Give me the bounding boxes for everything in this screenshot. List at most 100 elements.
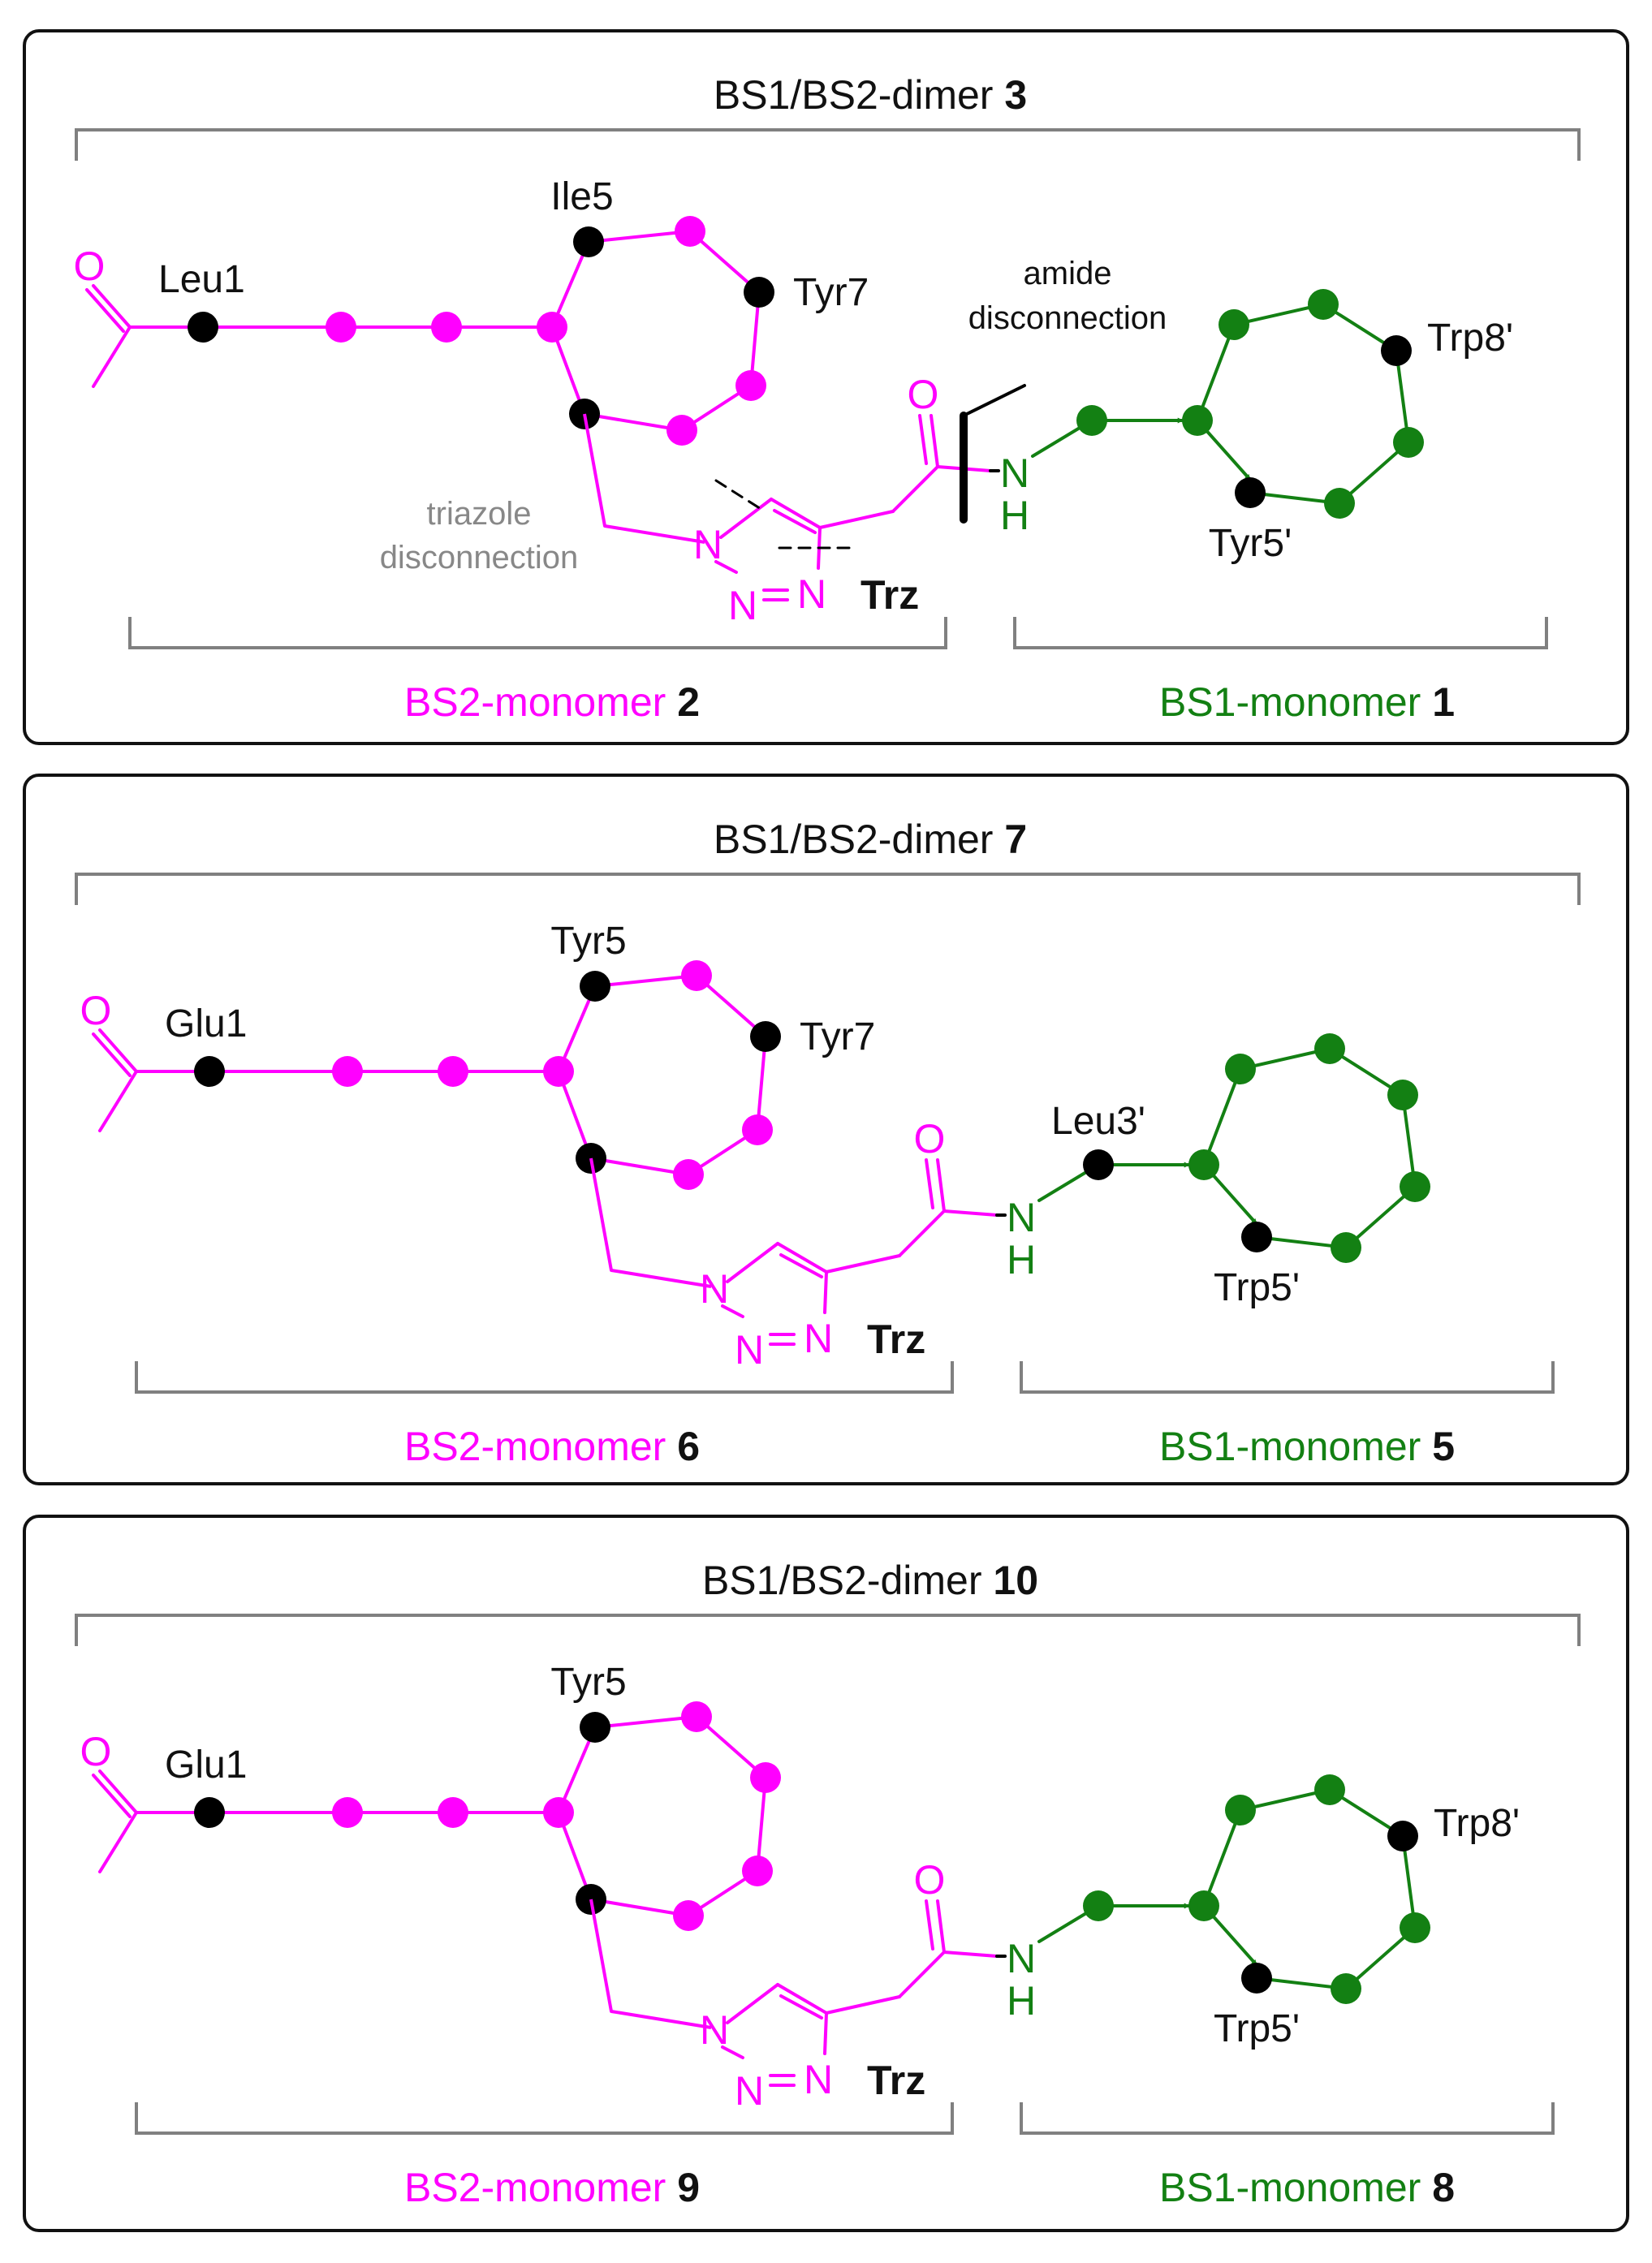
amide-bond <box>942 1950 999 1958</box>
ring-top-residue-dot <box>573 226 604 257</box>
residue-dot <box>673 1159 704 1190</box>
bs1-title-text: BS1-monomer <box>1159 679 1432 725</box>
bs1-top-right-residue-dot <box>1387 1080 1418 1110</box>
ring-bond <box>557 1811 593 1901</box>
residue-dot <box>332 1797 363 1828</box>
residue-dot <box>1225 1054 1256 1084</box>
triazole-bond <box>773 509 817 534</box>
amide-carbonyl-bond <box>930 414 939 468</box>
bs1-ring-bond <box>1202 1808 1242 1907</box>
dimer-title-number: 7 <box>1004 817 1027 862</box>
triazole-bond <box>776 1983 828 2015</box>
dimer-title-number: 10 <box>993 1558 1038 1603</box>
residue-dot <box>438 1056 468 1087</box>
ring-top-label: Ile5 <box>550 175 613 218</box>
bs2-title-text: BS2-monomer <box>404 1424 677 1469</box>
amide-carbonyl-bond <box>925 1158 934 1209</box>
amide-bond <box>942 1209 999 1217</box>
amide-n: N <box>1007 1936 1036 1981</box>
residue-dot <box>326 312 356 343</box>
ring-bond <box>550 325 586 416</box>
amide-h: H <box>1000 493 1029 538</box>
bs1-title: BS1-monomer 5 <box>1159 1424 1455 1469</box>
residue-dot <box>681 960 712 991</box>
dimer-title: BS1/BS2-dimer 3 <box>714 72 1027 118</box>
bs2-bracket <box>128 617 947 649</box>
oxygen-atom: O <box>80 988 112 1033</box>
triazole-bond <box>719 498 773 539</box>
residue-dot <box>735 370 766 401</box>
residue-dot <box>1393 427 1424 458</box>
bs2-bracket <box>135 2102 954 2135</box>
bs2-title-number: 2 <box>677 679 700 725</box>
n-term-residue-dot <box>188 312 218 343</box>
bs1-bracket <box>1020 1361 1555 1394</box>
bs2-title: BS2-monomer 2 <box>404 679 700 725</box>
amide-carbonyl-bond <box>936 1158 946 1213</box>
ring-bond <box>550 240 590 329</box>
carbonyl-bond <box>98 1028 138 1073</box>
residue-dot <box>537 312 567 343</box>
triazole-bond <box>721 1304 744 1318</box>
dimer-title-text: BS1/BS2-dimer <box>714 817 1004 862</box>
dimer-title: BS1/BS2-dimer 7 <box>714 817 1027 862</box>
bs1-first-label: Leu3' <box>1051 1100 1145 1143</box>
bs1-bottom-residue-dot <box>1241 1963 1272 1994</box>
panel-frame <box>23 29 1629 745</box>
residue-dot <box>1400 1171 1430 1202</box>
bs2-title-text: BS2-monomer <box>404 2165 677 2210</box>
bs1-title-text: BS1-monomer <box>1159 2165 1432 2210</box>
linker-bond <box>589 1899 712 2029</box>
dimer-bracket <box>75 128 1581 161</box>
dimer-title: BS1/BS2-dimer 10 <box>702 1558 1038 1603</box>
oxygen-atom: O <box>74 244 106 289</box>
bs1-title: BS1-monomer 8 <box>1159 2165 1455 2210</box>
triazole-bond <box>770 498 822 529</box>
bs1-top-right-residue-dot <box>1387 1821 1418 1851</box>
bs1-title-text: BS1-monomer <box>1159 1424 1432 1469</box>
bs2-title: BS2-monomer 6 <box>404 1424 700 1469</box>
bs1-bracket <box>1020 2102 1555 2135</box>
residue-dot <box>1182 405 1213 436</box>
dimer-title-text: BS1/BS2-dimer <box>702 1558 993 1603</box>
residue-dot <box>1225 1795 1256 1825</box>
triazole-bond <box>823 2011 828 2055</box>
bs1-title-number: 1 <box>1432 679 1455 725</box>
bs1-ring-bond <box>1202 1067 1242 1166</box>
trz-label: Trz <box>867 1317 925 1362</box>
ring-right-residue-dot <box>744 277 774 308</box>
triazole-n3: N <box>804 2057 833 2102</box>
ring-bond <box>589 1157 690 1176</box>
dimer-title-text: BS1/BS2-dimer <box>714 72 1004 118</box>
amide-oxygen: O <box>914 1116 946 1162</box>
ring-top-label: Tyr5 <box>550 920 626 963</box>
carbonyl-bond <box>98 1769 138 1814</box>
residue-dot <box>332 1056 363 1087</box>
bs2-title-number: 9 <box>677 2165 700 2210</box>
ring-right-label: Tyr7 <box>793 271 869 314</box>
amide-n: N <box>1007 1195 1036 1240</box>
triazole-bond <box>726 1242 779 1283</box>
carbonyl-bond <box>85 288 125 333</box>
bs1-title-number: 8 <box>1432 2165 1455 2210</box>
ch2-bond <box>825 1995 901 2015</box>
ring-bond <box>583 412 684 432</box>
ring-bond <box>593 974 698 988</box>
residue-dot <box>543 1797 574 1828</box>
ring-top-residue-dot <box>580 1712 610 1743</box>
ring-bond <box>593 1715 698 1729</box>
ring-bond <box>587 230 692 244</box>
bs1-first-residue-dot <box>1076 405 1107 436</box>
residue-dot <box>1324 488 1355 519</box>
residue-dot <box>1331 1232 1361 1263</box>
ring-right-residue-dot <box>750 1021 781 1052</box>
bs1-title: BS1-monomer 1 <box>1159 679 1455 725</box>
panel-frame <box>23 1515 1629 2232</box>
triazole-bond <box>726 1983 779 2024</box>
residue-dot <box>1188 1149 1219 1180</box>
bs1-bracket <box>1013 617 1548 649</box>
bs1-bottom-residue-dot <box>1241 1222 1272 1252</box>
